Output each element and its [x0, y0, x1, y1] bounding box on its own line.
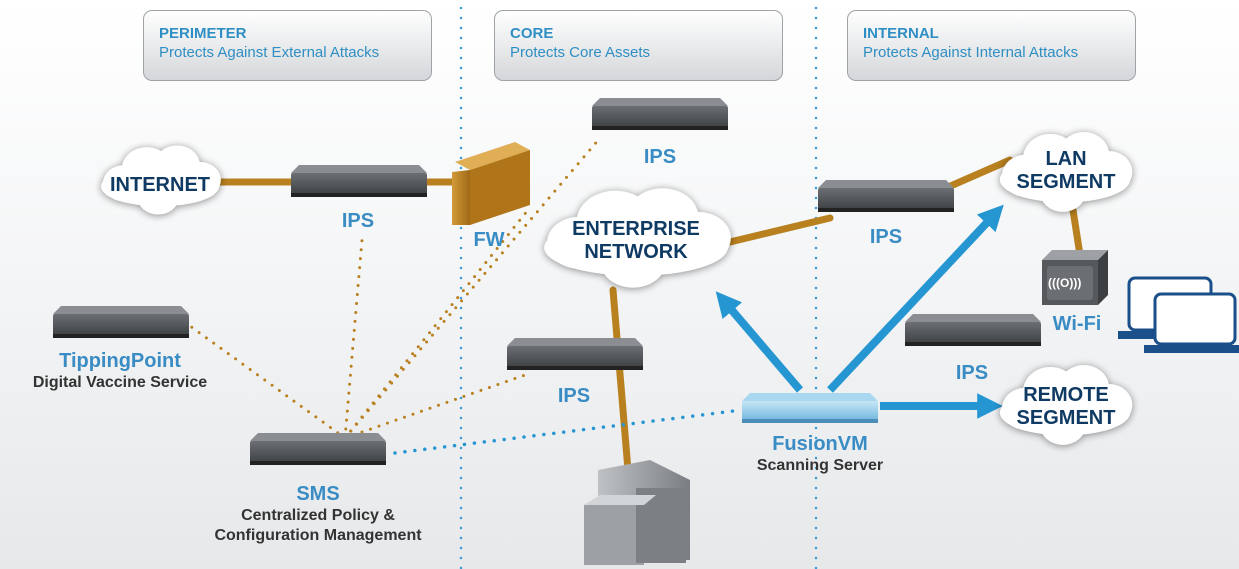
cloud-label-internet: INTERNET — [110, 174, 210, 196]
sms-sublabel: Centralized Policy & — [241, 507, 395, 524]
scan-arrow-lan — [827, 204, 1004, 393]
cloud-label-enterprise: ENTERPRISE NETWORK — [572, 218, 700, 264]
link-enterprise-ips — [726, 214, 834, 246]
ips-device-internal — [818, 180, 954, 212]
mgmt-link-perimeter-ips — [343, 238, 364, 440]
sms-sublabel: Configuration Management — [214, 527, 422, 544]
link-enterprise-datacenter — [609, 286, 632, 474]
ips-label: IPS — [341, 210, 375, 232]
ips-device-internal-bottom — [905, 314, 1041, 346]
mgmt-link-fw — [343, 208, 530, 440]
wifi-access-point — [1042, 250, 1108, 305]
tippingpoint-sublabel: Digital Vaccine Service — [32, 374, 208, 391]
wifi-label: Wi-Fi — [1052, 313, 1102, 335]
link-lan-wifi — [1069, 206, 1084, 259]
tippingpoint-label-group: TippingPoint Digital Vaccine Service — [33, 350, 207, 393]
cloud-label-lan: LAN SEGMENT — [1017, 148, 1116, 194]
tippingpoint-device — [53, 306, 189, 338]
ips-device-perimeter — [291, 165, 427, 197]
ips-label: IPS — [955, 362, 989, 384]
mgmt-link-core-ips-top — [343, 136, 602, 440]
laptop-icon — [1144, 292, 1239, 353]
fw-label: FW — [473, 229, 505, 251]
cloud-label-line: SEGMENT — [1016, 171, 1116, 193]
ips-label: IPS — [869, 226, 903, 248]
fusionvm-label-group: FusionVM Scanning Server — [757, 433, 883, 476]
zone-subtitle: Protects Against External Attacks — [159, 44, 380, 61]
zone-internal: INTERNAL Protects Against Internal Attac… — [847, 10, 1136, 81]
cloud-label-line: NETWORK — [584, 241, 688, 263]
ips-label: IPS — [643, 146, 677, 168]
zone-title: CORE — [510, 25, 554, 42]
sms-label: SMS — [296, 483, 340, 505]
fusionvm-sublabel: Scanning Server — [756, 457, 884, 474]
wifi-signal-icon: (((O))) — [1048, 276, 1082, 290]
datacenter-building-icon — [584, 460, 690, 565]
zone-subtitle: Protects Against Internal Attacks — [863, 44, 1079, 61]
cloud-label-line: LAN — [1045, 148, 1087, 170]
ips-device-core-bottom — [507, 338, 643, 370]
scan-arrow-enterprise — [715, 291, 804, 393]
fusionvm-label: FusionVM — [772, 433, 868, 455]
sms-label-group: SMS Centralized Policy & Configuration M… — [214, 483, 421, 546]
zone-core: CORE Protects Core Assets — [494, 10, 783, 81]
zone-subtitle: Protects Core Assets — [510, 44, 651, 61]
cloud-label-line: SEGMENT — [1016, 407, 1116, 429]
firewall-device — [452, 142, 530, 225]
tippingpoint-label: TippingPoint — [59, 350, 181, 372]
cloud-label-line: ENTERPRISE — [572, 218, 700, 240]
sms-device — [250, 433, 386, 465]
ips-device-core-top — [592, 98, 728, 130]
cloud-label-line: REMOTE — [1023, 384, 1109, 406]
zone-title: INTERNAL — [863, 25, 939, 42]
fusionvm-device — [742, 393, 878, 423]
zone-title: PERIMETER — [159, 25, 247, 42]
cloud-label-remote: REMOTE SEGMENT — [1017, 384, 1116, 430]
ips-label: IPS — [557, 385, 591, 407]
link-sms-fusionvm — [393, 408, 744, 455]
zone-perimeter: PERIMETER Protects Against External Atta… — [143, 10, 432, 81]
